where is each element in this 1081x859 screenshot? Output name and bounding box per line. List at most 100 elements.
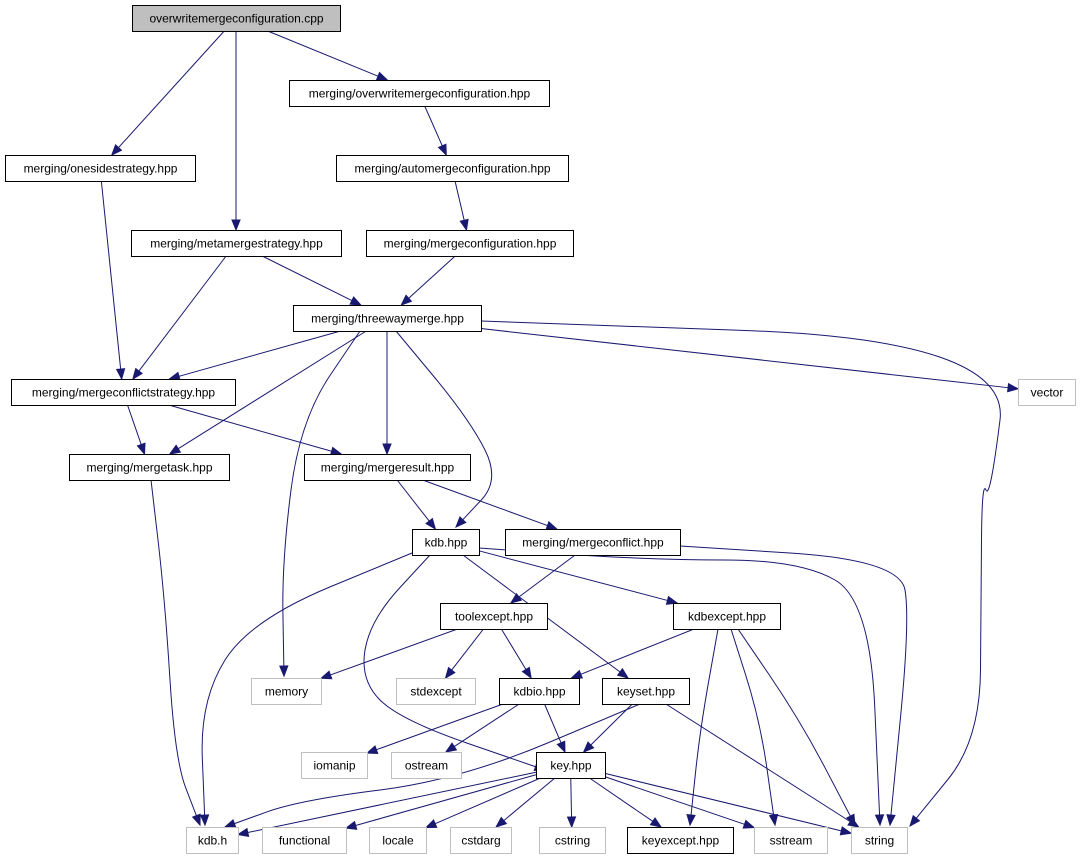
edge-key-to-cstdarg: [495, 777, 556, 828]
node-label: merging/mergetask.hpp: [86, 461, 212, 475]
node-toolexc[interactable]: toolexcept.hpp: [440, 603, 548, 630]
node-mcs[interactable]: merging/mergeconflictstrategy.hpp: [11, 379, 236, 406]
arrowhead-icon: [909, 814, 921, 828]
node-box[interactable]: [131, 230, 342, 257]
edge-kdbio-to-iomanip: [365, 703, 504, 754]
node-box[interactable]: [69, 454, 230, 481]
arrowhead-icon: [425, 517, 437, 531]
node-box[interactable]: [440, 603, 548, 630]
node-mr[interactable]: merging/mergeresult.hpp: [304, 454, 471, 481]
node-kdbio[interactable]: kdbio.hpp: [499, 678, 580, 705]
node-label: sstream: [770, 834, 813, 848]
node-keyset[interactable]: keyset.hpp: [602, 678, 690, 705]
node-root[interactable]: overwritemergeconfiguration.cpp: [132, 5, 341, 32]
node-box[interactable]: [627, 827, 734, 854]
node-vector: vector: [1018, 379, 1076, 406]
edge-key-to-keyexc: [589, 777, 663, 828]
node-key[interactable]: key.hpp: [536, 752, 606, 779]
edge-twm-to-mt: [168, 330, 367, 455]
arrowhead-icon: [886, 814, 896, 827]
edge-line: [434, 777, 541, 825]
arrowhead-icon: [168, 371, 181, 381]
edge-kdbio-to-ostream: [444, 703, 520, 753]
edge-twm-to-vector: [480, 328, 1020, 393]
node-kdbexc[interactable]: kdbexcept.hpp: [673, 603, 781, 630]
node-owmc[interactable]: merging/overwritemergeconfiguration.hpp: [289, 80, 550, 107]
edge-line: [665, 703, 851, 823]
node-label: keyset.hpp: [617, 685, 675, 699]
arrowhead-icon: [424, 819, 438, 829]
edge-mc-to-twm: [400, 255, 456, 306]
node-box: [262, 827, 347, 854]
node-kdbh: kdb.h: [186, 827, 239, 854]
node-label: kdbio.hpp: [513, 685, 565, 699]
arrowhead-icon: [400, 294, 413, 306]
edge-kdbhpp-to-key: [363, 554, 547, 772]
arrowhead-icon: [444, 666, 456, 680]
node-twm[interactable]: merging/threewaymerge.hpp: [293, 305, 482, 332]
edge-toolexc-to-stdexcept: [444, 628, 484, 680]
arrowhead-icon: [375, 71, 389, 81]
edge-line: [503, 777, 556, 821]
node-kdbhpp[interactable]: kdb.hpp: [412, 529, 480, 556]
node-box[interactable]: [289, 80, 550, 107]
node-label: merging/onesidestrategy.hpp: [24, 162, 178, 176]
node-mconf[interactable]: merging/mergeconflict.hpp: [505, 529, 681, 556]
node-box: [396, 678, 476, 705]
node-box[interactable]: [536, 752, 606, 779]
arrowhead-icon: [686, 814, 696, 827]
node-box[interactable]: [11, 379, 236, 406]
arrowhead-icon: [570, 669, 584, 679]
edge-twm-to-mr: [382, 331, 392, 456]
node-oss[interactable]: merging/onesidestrategy.hpp: [5, 155, 196, 182]
node-box[interactable]: [304, 454, 471, 481]
node-label: key.hpp: [550, 759, 591, 773]
node-box[interactable]: [602, 678, 690, 705]
arrowhead-icon: [136, 442, 146, 456]
node-ostream: ostream: [391, 752, 462, 779]
edge-mcs-to-mt: [127, 404, 146, 456]
arrowhead-icon: [279, 665, 289, 678]
node-label: merging/mergeconfiguration.hpp: [384, 237, 557, 251]
arrowhead-icon: [110, 144, 123, 156]
node-label: iomanip: [313, 759, 355, 773]
edge-line: [177, 330, 367, 450]
node-label: toolexcept.hpp: [455, 610, 533, 624]
node-box[interactable]: [673, 603, 781, 630]
arrowhead-icon: [236, 827, 250, 838]
edge-keyset-to-string: [665, 703, 860, 828]
edge-line: [454, 180, 465, 221]
node-mms[interactable]: merging/metamergestrategy.hpp: [131, 230, 342, 257]
edge-line: [261, 255, 353, 301]
edge-line: [138, 255, 227, 372]
node-box[interactable]: [366, 230, 574, 257]
node-box[interactable]: [412, 529, 480, 556]
edge-line: [247, 771, 537, 834]
arrowhead-icon: [742, 819, 756, 829]
arrowhead-icon: [223, 818, 237, 828]
edge-line: [570, 777, 573, 818]
arrowhead-icon: [616, 667, 630, 679]
node-box: [369, 827, 427, 854]
edge-line: [168, 404, 332, 452]
node-label: merging/overwritemergeconfiguration.hpp: [309, 87, 531, 101]
edge-oss-to-mcs: [100, 180, 126, 381]
node-label: memory: [265, 685, 308, 699]
node-box[interactable]: [499, 678, 580, 705]
node-box: [251, 678, 322, 705]
node-amc[interactable]: merging/automergeconfiguration.hpp: [336, 155, 569, 182]
edge-twm-to-kdbhpp: [395, 330, 493, 528]
edge-line: [478, 550, 668, 601]
node-mt[interactable]: merging/mergetask.hpp: [69, 454, 230, 481]
node-keyexc[interactable]: keyexcept.hpp: [627, 827, 734, 854]
arrowhead-icon: [437, 143, 447, 157]
arrowhead-icon: [115, 368, 126, 381]
node-box[interactable]: [293, 305, 482, 332]
node-box[interactable]: [505, 529, 681, 556]
arrowhead-icon: [349, 296, 363, 306]
edge-line: [478, 547, 881, 816]
node-box[interactable]: [132, 5, 341, 32]
node-mc[interactable]: merging/mergeconfiguration.hpp: [366, 230, 574, 257]
node-box[interactable]: [5, 155, 196, 182]
node-box[interactable]: [336, 155, 569, 182]
